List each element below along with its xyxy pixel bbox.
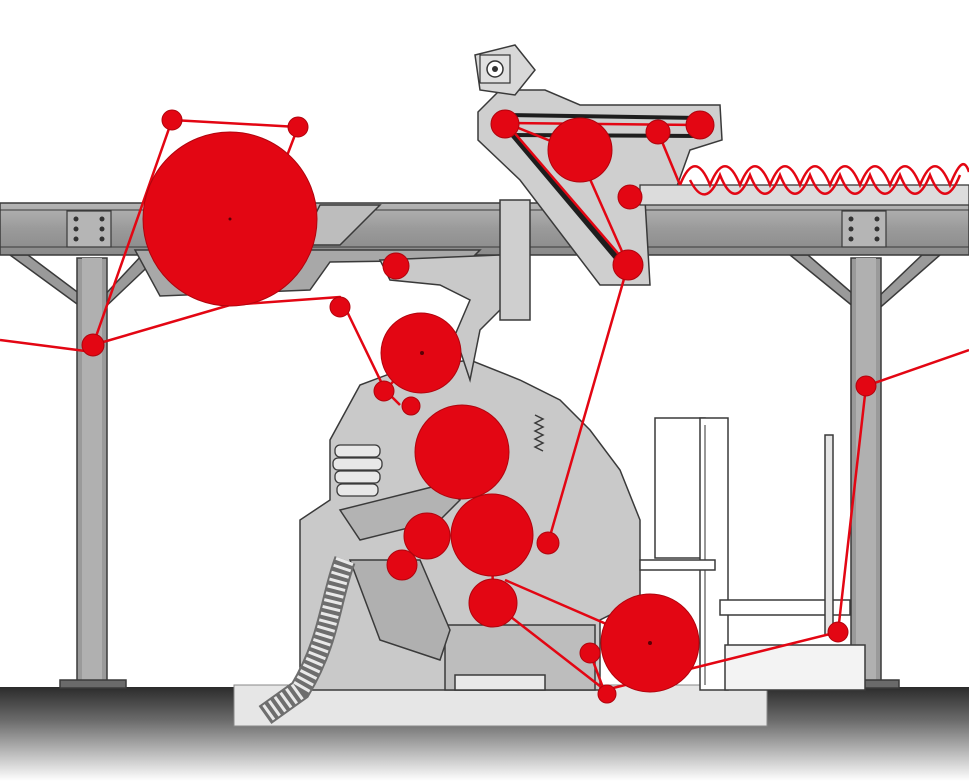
guide-roller: [617, 184, 643, 210]
left-support-frame: [7, 254, 162, 689]
guide-roller: [373, 380, 395, 402]
guide-roller: [612, 249, 644, 281]
middle-press-roller: [414, 404, 510, 500]
top-unit-roller: [547, 117, 613, 183]
roller-axles: [228, 217, 652, 645]
guide-roller: [827, 621, 849, 643]
guide-roller: [161, 109, 183, 131]
guide-roller: [536, 531, 560, 555]
guide-roller: [855, 375, 877, 397]
guide-roller: [382, 252, 410, 280]
guide-roller: [490, 109, 520, 139]
right-support-frame: [787, 254, 942, 689]
guide-roller: [685, 110, 715, 140]
batching-frame: [639, 434, 866, 691]
machine-plinth: [233, 684, 768, 727]
bolt-plate-icon: [841, 210, 887, 248]
motor-icon: [479, 54, 511, 84]
bolt-plate-icon: [66, 210, 112, 248]
guide-roller: [401, 396, 421, 416]
guide-roller: [597, 684, 617, 704]
side-roller: [386, 549, 418, 581]
bellows-icon: [332, 444, 383, 497]
guide-roller: [81, 333, 105, 357]
guide-roller: [329, 296, 351, 318]
arm-bracket: [499, 199, 531, 321]
spring-icon: [533, 414, 545, 452]
lower-press-roller: [450, 493, 534, 577]
side-roller: [403, 512, 451, 560]
control-cabinet: [654, 417, 729, 691]
guide-roller: [579, 642, 601, 664]
guide-roller: [645, 119, 671, 145]
bottom-roller: [468, 578, 518, 628]
fabric-folds: [678, 162, 969, 196]
duct-hose-icon: [258, 556, 356, 724]
guide-roller: [287, 116, 309, 138]
